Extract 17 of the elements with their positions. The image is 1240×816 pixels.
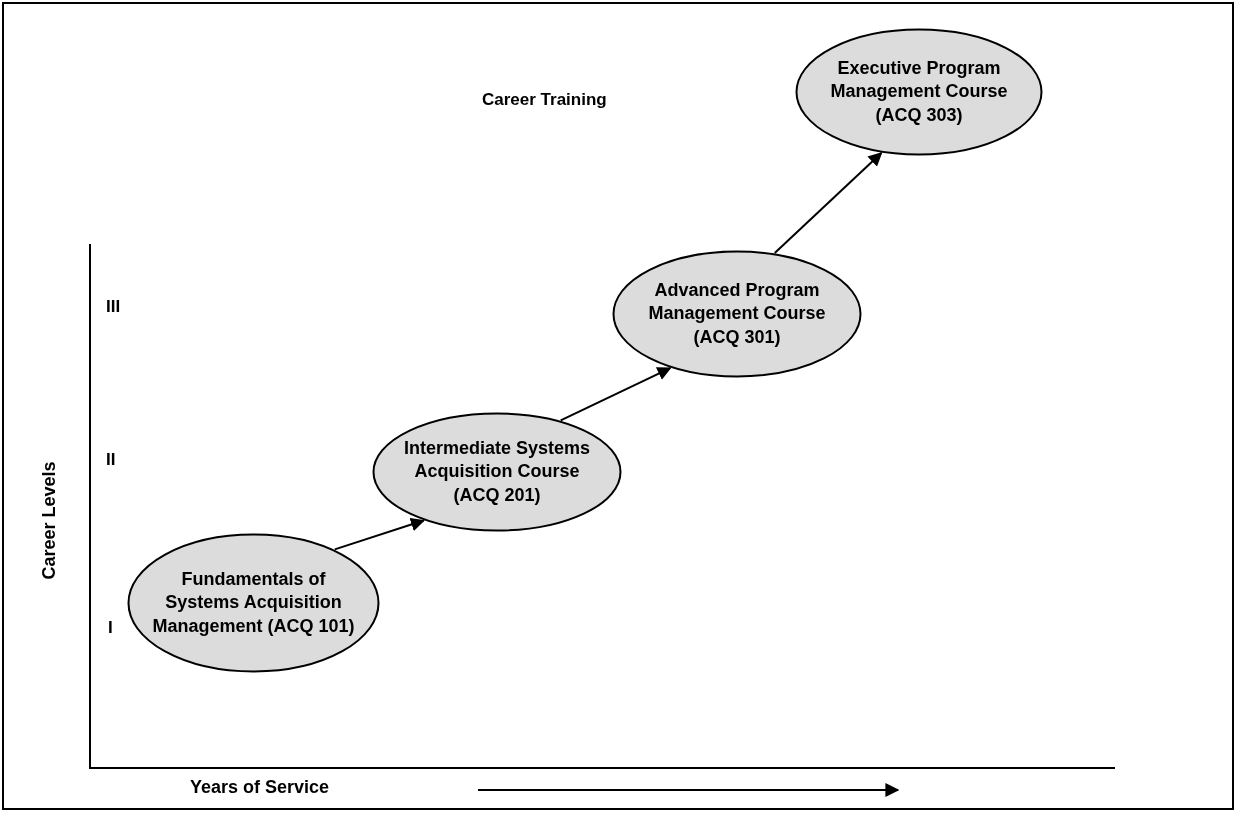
course-title: Intermediate Systems Acquisition Course (ACQ 201) xyxy=(402,436,592,507)
arrow xyxy=(559,367,672,422)
course-ellipse xyxy=(795,28,1043,156)
axis-title: Years of Service xyxy=(190,777,330,798)
arrow xyxy=(773,152,883,254)
course-title: Executive Program Management Course (ACQ 303) xyxy=(829,56,1009,127)
level-label: III xyxy=(106,297,121,317)
course-ellipse xyxy=(127,533,380,673)
arrow xyxy=(333,517,425,551)
level-label: II xyxy=(106,450,116,470)
course-ellipse xyxy=(372,412,622,532)
diagram-title: Career Training xyxy=(482,90,607,110)
course-ellipse xyxy=(612,250,862,378)
level-label: I xyxy=(108,618,113,638)
course-title: Advanced Program Management Course (ACQ 301) xyxy=(647,278,827,349)
axis-title: Career Levels xyxy=(38,461,60,580)
course-title: Fundamentals of Systems Acquisition Management (ACQ 101) xyxy=(152,567,355,638)
